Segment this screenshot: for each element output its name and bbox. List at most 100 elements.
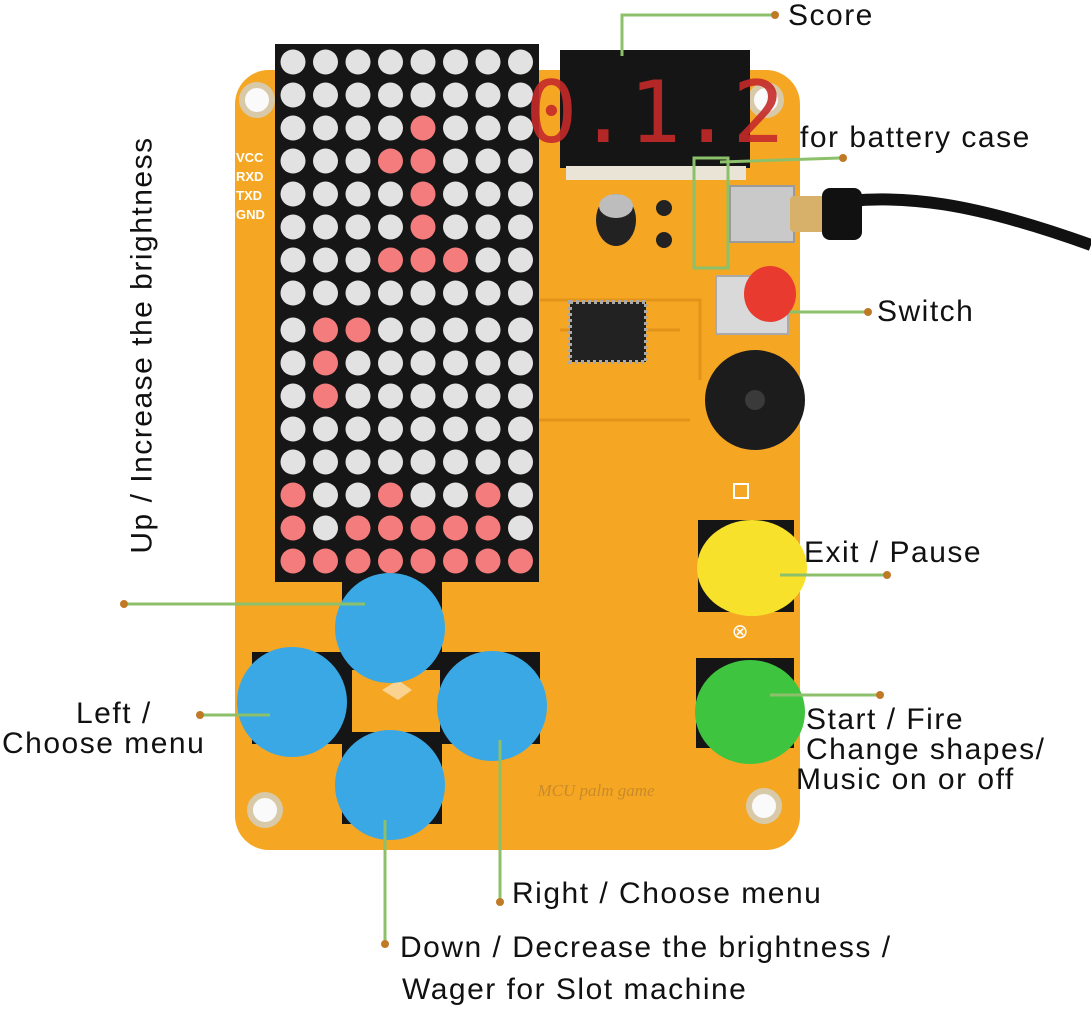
silkscreen-text: MCU palm game (536, 781, 655, 800)
led-dot-off (345, 416, 371, 442)
score-display (560, 50, 750, 168)
led-dot-off (280, 49, 306, 75)
led-dot-off (345, 247, 371, 273)
led-dot-lit (443, 247, 468, 273)
microcontroller-chip (568, 300, 648, 364)
square-symbol (733, 483, 749, 499)
led-dot-lit (378, 247, 403, 273)
score-digits: 0.1.2 (526, 63, 785, 163)
label-music-toggle: Music on or off (796, 763, 1015, 796)
led-dot-lit (475, 515, 501, 541)
leader-dots (120, 11, 891, 948)
led-dot-lit (313, 350, 338, 376)
led-dot-lit (410, 148, 436, 174)
led-dot-lit (475, 548, 501, 574)
start-fire-button[interactable] (695, 658, 805, 764)
led-dot-off (508, 214, 533, 240)
power-switch[interactable] (715, 266, 796, 335)
led-dot-off (410, 280, 436, 306)
mounting-holes (239, 82, 784, 828)
led-dot-lit (313, 317, 338, 343)
led-dot-off (378, 214, 403, 240)
led-dot-off (378, 350, 403, 376)
led-dot-off (475, 214, 501, 240)
led-dot-off (410, 482, 436, 508)
led-dot-lit (378, 548, 403, 574)
led-dot-off (313, 280, 338, 306)
led-dot-lit (410, 181, 436, 207)
label-change-shapes: Change shapes/ (806, 733, 1046, 766)
dpad-down-button[interactable] (335, 730, 445, 840)
led-dot-off (313, 115, 338, 141)
header-pin-label: TXD (236, 188, 262, 203)
led-dot-off (508, 515, 533, 541)
usb-port (692, 156, 862, 270)
led-dot-off (280, 280, 306, 306)
led-dot-lit (345, 515, 371, 541)
led-dot-off (313, 82, 338, 108)
dpad-up-button[interactable] (335, 573, 445, 683)
led-dot-off (280, 214, 306, 240)
led-dot-off (508, 449, 533, 475)
led-dot-lit (313, 548, 338, 574)
label-left: Left / (76, 697, 152, 730)
led-dot-off (443, 82, 468, 108)
led-dot-off (378, 49, 403, 75)
leader-lines (124, 13, 885, 944)
led-dot-off (475, 280, 501, 306)
led-dot-off (443, 416, 468, 442)
led-dot-off (313, 416, 338, 442)
led-dot-off (280, 247, 306, 273)
led-dot-lit (378, 482, 403, 508)
led-dot-off (508, 350, 533, 376)
led-dot-off (280, 181, 306, 207)
led-dot-off (345, 383, 371, 409)
led-dot-off (313, 214, 338, 240)
led-dot-off (345, 148, 371, 174)
label-switch: Switch (877, 295, 975, 328)
led-dot-lit (410, 214, 436, 240)
led-dot-off (378, 280, 403, 306)
led-dot-off (280, 317, 306, 343)
led-dot-off (475, 148, 501, 174)
led-dot-off (508, 416, 533, 442)
led-dot-off (443, 317, 468, 343)
led-dot-lit (280, 548, 306, 574)
header-pin-label: GND (236, 207, 265, 222)
label-down: Down / Decrease the brightness / (400, 931, 892, 964)
label-battery-case: for battery case (800, 121, 1031, 154)
led-dot-off (280, 115, 306, 141)
led-dot-off (410, 317, 436, 343)
led-matrix-bottom (275, 312, 539, 582)
led-dot-off (378, 383, 403, 409)
led-dot-off (280, 82, 306, 108)
buzzer (705, 350, 805, 450)
label-left-choose-menu: Choose menu (2, 727, 206, 760)
led-dot-off (345, 49, 371, 75)
led-matrix-top-dots (280, 49, 533, 306)
led-dot-off (313, 449, 338, 475)
led-dot-off (313, 181, 338, 207)
led-dot-lit (410, 515, 436, 541)
led-dot-off (313, 482, 338, 508)
led-dot-lit (280, 482, 306, 508)
led-dot-off (508, 82, 533, 108)
led-dot-off (410, 82, 436, 108)
dpad-right-button[interactable] (437, 651, 547, 761)
exit-pause-button[interactable] (697, 520, 807, 616)
led-dot-off (280, 350, 306, 376)
dpad-left-button[interactable] (237, 647, 347, 757)
led-dot-off (345, 115, 371, 141)
led-dot-off (378, 449, 403, 475)
led-dot-off (475, 317, 501, 343)
led-matrix-bottom-dots (280, 317, 533, 574)
led-dot-off (313, 148, 338, 174)
label-exit-pause: Exit / Pause (804, 536, 983, 569)
led-dot-lit (410, 115, 436, 141)
led-dot-off (508, 148, 533, 174)
label-start-fire: Start / Fire (806, 703, 965, 736)
led-dot-off (508, 49, 533, 75)
led-dot-off (313, 247, 338, 273)
